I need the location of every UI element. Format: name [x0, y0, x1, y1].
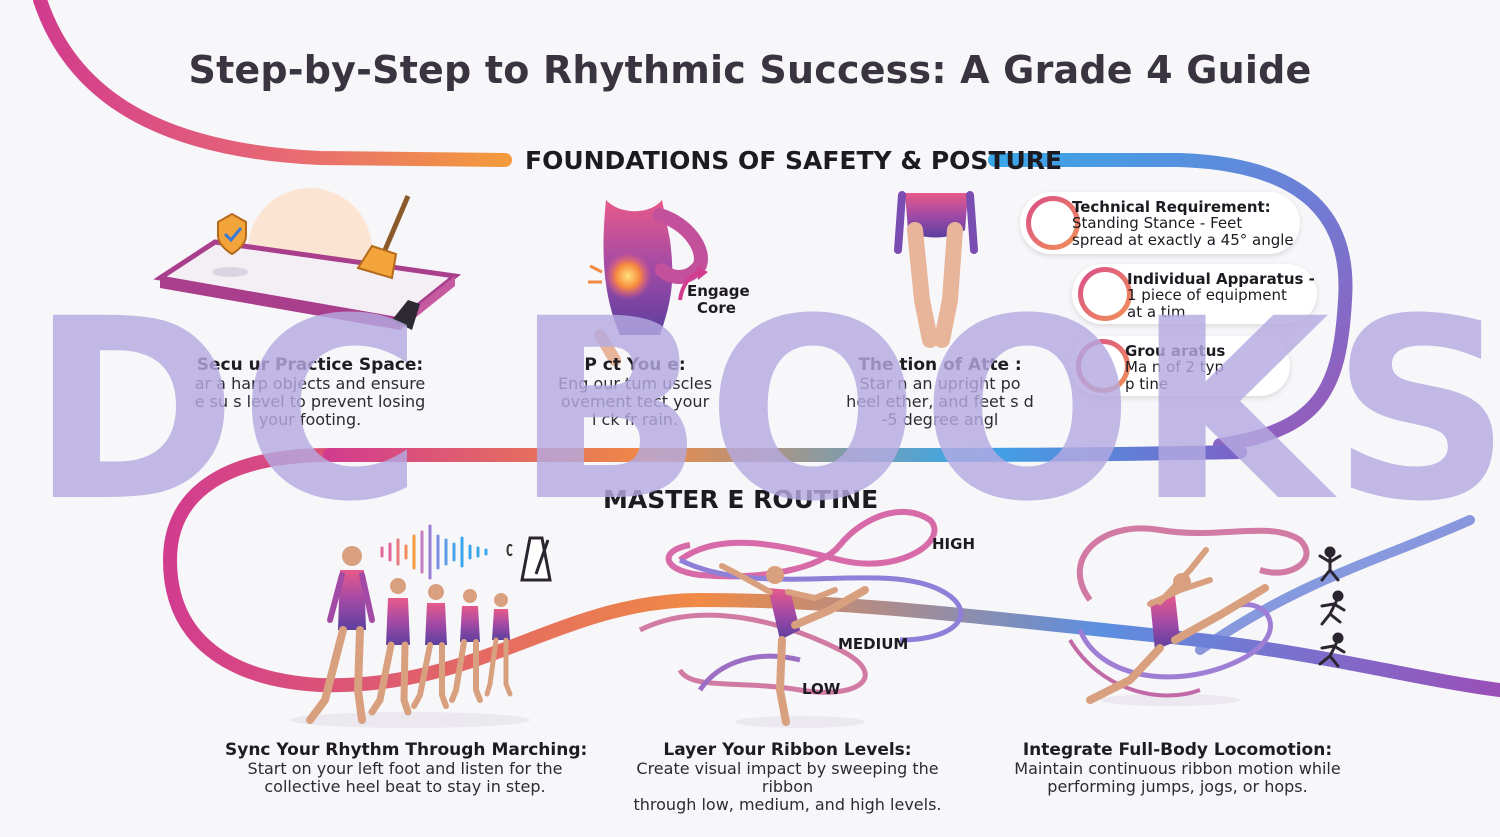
engage-core-illustration [588, 200, 708, 366]
pill-group-apparatus: Grou aratus Ma n of 2 typ p tine [1070, 336, 1290, 396]
pill-text: Ma n of 2 typ [1125, 358, 1224, 376]
pill-text: 1 piece of equipment [1127, 286, 1287, 304]
pill-title: Technical Requirement: [1072, 198, 1271, 216]
card-text-line: Create visual impact by sweeping the rib… [636, 759, 939, 796]
locomotion-leap-illustration [1068, 525, 1310, 706]
card-text-line: ar a harp objects and ensure [194, 374, 426, 393]
watermark-text: DC BOOKS [30, 265, 1500, 556]
card-text-line: heel ether, and feet s d [846, 392, 1034, 411]
hop-icon [1318, 632, 1346, 668]
metronome-icon [506, 536, 552, 582]
pill-text: at a tim [1127, 303, 1186, 321]
gymnast-5 [484, 593, 513, 697]
card-text-line: l ck fr rain. [591, 410, 679, 429]
card-title: Secu ur Practice Space: [196, 355, 424, 375]
pill-individual-apparatus: Individual Apparatus - 1 piece of equipm… [1072, 264, 1317, 324]
practice-mat-illustration [153, 188, 462, 330]
card-text-line: performing jumps, jogs, or hops. [1047, 777, 1308, 796]
card-text-line: Star n an upright po [859, 374, 1021, 393]
card-text-line: your footing. [258, 410, 362, 429]
card-text-line: through low, medium, and high levels. [633, 795, 942, 814]
pill-title: Grou aratus [1125, 342, 1226, 360]
ring-icon [1076, 339, 1130, 393]
pill-title: Individual Apparatus - [1127, 270, 1315, 288]
card-practice-space: Secu ur Practice Space: ar a harp object… [160, 355, 460, 429]
marching-gymnasts-illustration [290, 524, 552, 728]
card-text-line: -5 degree angl [881, 410, 999, 429]
level-medium-label: MEDIUM [838, 635, 909, 653]
stance-icon [1026, 196, 1080, 250]
card-text-line: e su s level to prevent losing [194, 392, 426, 411]
gymnast-3 [411, 584, 449, 709]
card-text-line: collective heel beat to stay in step. [264, 777, 546, 796]
card-text-line: Maintain continuous ribbon motion while [1014, 759, 1341, 778]
card-position-attention: The tion of Atte : Star n an upright po … [815, 355, 1065, 429]
card-ribbon-levels: Layer Your Ribbon Levels: Create visual … [610, 740, 965, 814]
card-sync-rhythm: Sync Your Rhythm Through Marching: Start… [225, 740, 588, 796]
pill-text: spread at exactly a 45° angle [1072, 231, 1294, 249]
card-text-line: Eng our tum uscles [557, 374, 713, 393]
pill-technical-requirement: Technical Requirement: Standing Stance -… [1020, 192, 1300, 254]
card-title: Integrate Full-Body Locomotion: [1022, 740, 1333, 760]
jump-icon [1318, 546, 1342, 582]
card-text-line: ovement tect your [560, 392, 710, 411]
engage-core-label-2: Core [697, 299, 736, 317]
card-title: P ct You e: [584, 355, 686, 375]
top-left-swoosh [33, 0, 512, 167]
card-locomotion: Integrate Full-Body Locomotion: Maintain… [1010, 740, 1345, 796]
sound-wave-icon [380, 524, 488, 580]
middle-swoosh [323, 445, 1247, 462]
card-text-line: Start on your left foot and listen for t… [247, 759, 563, 778]
gymnast-1 [306, 546, 375, 724]
gymnast-2 [368, 578, 412, 716]
gymnast-4 [449, 589, 483, 703]
ring-icon [1078, 267, 1132, 321]
level-low-label: LOW [802, 680, 841, 698]
card-title: Layer Your Ribbon Levels: [663, 740, 912, 760]
top-right-swoosh [988, 153, 1353, 452]
ribbon-levels-illustration [638, 508, 964, 728]
jog-icon [1320, 590, 1346, 626]
card-title: Sync Your Rhythm Through Marching: [225, 740, 588, 760]
card-title: The tion of Atte : [858, 355, 1022, 375]
pill-text: p tine [1125, 375, 1169, 393]
card-protect-core: P ct You e: Eng our tum uscles ovement t… [500, 355, 770, 429]
page-title: Step-by-Step to Rhythmic Success: A Grad… [188, 48, 1312, 92]
section-heading-safety: FOUNDATIONS OF SAFETY & POSTURE [525, 146, 1063, 175]
level-high-label: HIGH [932, 535, 976, 553]
section-heading-routine: MASTER E ROUTINE [603, 485, 879, 514]
bottom-swoosh [162, 448, 1500, 697]
attention-stance-illustration [894, 191, 978, 348]
pill-text: Standing Stance - Feet [1072, 214, 1243, 232]
engage-core-label: Engage [687, 282, 750, 300]
